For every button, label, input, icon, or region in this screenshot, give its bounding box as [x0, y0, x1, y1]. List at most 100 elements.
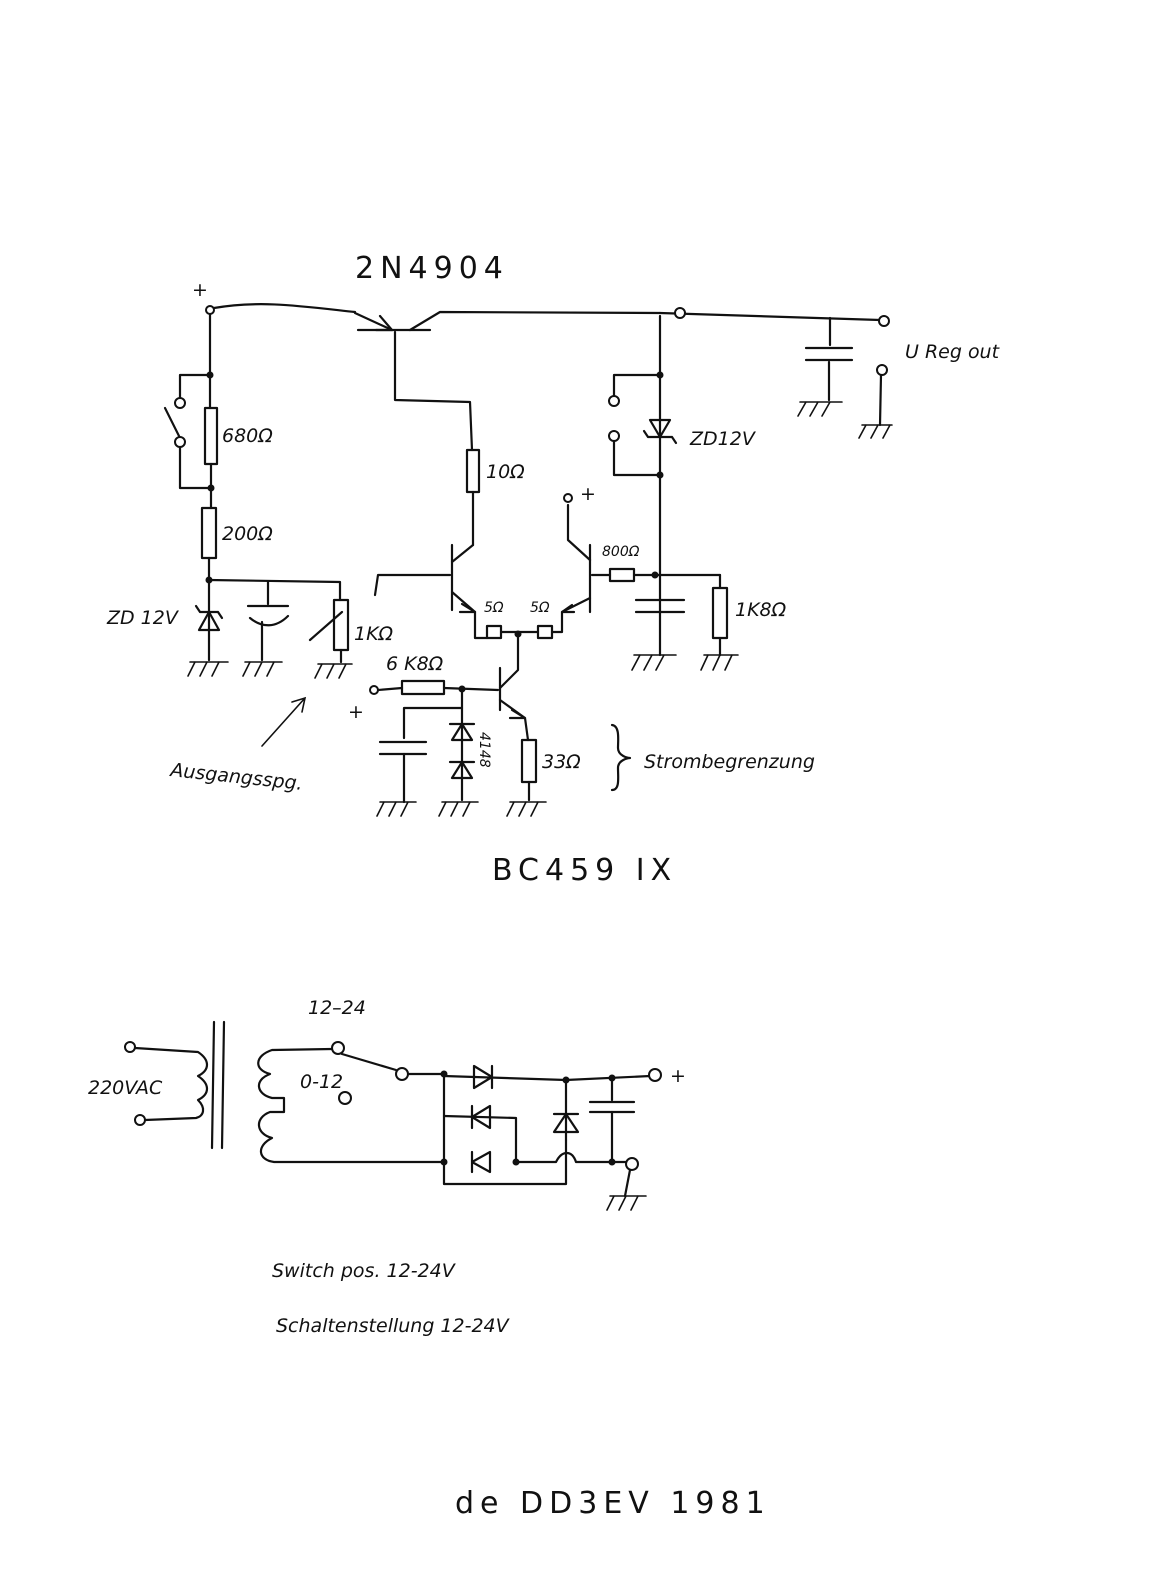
transformer-primary [133, 1046, 209, 1122]
resistor-6k8 [400, 679, 446, 696]
resistor-680-label: 680Ω [222, 425, 273, 447]
resistor-800 [608, 567, 636, 583]
note-switch-setting: Schaltenstellung 12-24V [276, 1315, 511, 1337]
ground-9 [438, 801, 479, 817]
resistor-1k8 [711, 586, 729, 640]
capacitor-left [246, 604, 290, 627]
aux-plus-label: + [580, 483, 596, 505]
resistor-33-label: 33Ω [542, 751, 581, 773]
ground-7 [858, 424, 893, 439]
transistor-type-label: BC459 IX [492, 853, 677, 888]
bridge-diode-2 [470, 1104, 492, 1130]
tap-12-24 [331, 1041, 345, 1055]
ground-4 [631, 654, 677, 671]
author-signature: de DD3EV 1981 [455, 1486, 771, 1521]
current-limit-label: Strombegrenzung [644, 751, 815, 773]
limiter-brace [610, 723, 632, 792]
pass-transistor-arrow [374, 314, 394, 332]
input-plus-label: + [192, 279, 208, 301]
bridge-diode-3 [470, 1150, 492, 1174]
dc-ground-terminal [625, 1157, 639, 1171]
aux-plus-terminal [563, 493, 573, 503]
resistor-200 [200, 506, 218, 560]
ground-6 [797, 401, 843, 417]
note-switch-position: Switch pos. 12-24V [272, 1260, 457, 1282]
switch-contact-top [174, 397, 186, 409]
potentiometer-wiper [308, 610, 344, 642]
diode-4148-a [448, 722, 476, 742]
selector-switch-contact [395, 1067, 409, 1081]
resistor-1k8-label: 1K8Ω [735, 599, 787, 621]
ground-8 [376, 801, 417, 817]
ground-10 [506, 801, 547, 817]
base-wire [393, 330, 474, 452]
resistor-5-left-label: 5Ω [484, 600, 504, 616]
resistor-5-right [536, 624, 554, 640]
bridge-diode-4 [552, 1112, 580, 1134]
resistor-10 [465, 448, 481, 494]
output-ground-terminal [876, 364, 888, 376]
limiter-plus-terminal [369, 685, 379, 695]
resistor-10-label: 10Ω [486, 461, 525, 483]
transformer-core [210, 1020, 226, 1150]
diff-right-collector [566, 503, 592, 562]
limiter-capacitor [378, 740, 428, 756]
jumper-bottom [608, 430, 620, 442]
ground-5 [700, 654, 739, 671]
selector-switch-blade [340, 1052, 398, 1072]
tap-0-12 [338, 1091, 352, 1105]
zener-left [194, 604, 224, 632]
diode-4148-label: 4148 [476, 732, 492, 768]
zener-right [642, 418, 678, 445]
pass-transistor-collector [408, 310, 662, 332]
zener-left-label: ZD 12V [106, 607, 180, 629]
resistor-33 [520, 738, 538, 784]
ground-3 [314, 663, 353, 679]
output-voltage-label: Ausgangsspg. [167, 759, 303, 795]
rail-node-terminal [674, 307, 686, 319]
diff-left-ce [450, 543, 477, 614]
resistor-5-right-label: 5Ω [530, 600, 550, 616]
resistor-6k8-label: 6 K8Ω [386, 653, 444, 675]
resistor-5-left [485, 624, 503, 640]
output-label: U Reg out [905, 341, 1001, 363]
output-capacitor [804, 346, 854, 362]
capacitor-right [634, 598, 686, 614]
switch-bypass-top [178, 373, 212, 400]
potentiometer-1k-label: 1KΩ [354, 623, 394, 645]
range-12-24-label: 12–24 [308, 997, 366, 1019]
mains-terminal-bottom [134, 1114, 146, 1126]
transformer-secondary [257, 1047, 446, 1164]
annotation-arrow [261, 696, 307, 747]
rail-to-transistor [212, 303, 357, 314]
mains-terminal-top [124, 1041, 136, 1053]
ground-2 [242, 661, 283, 677]
range-0-12-label: 0-12 [300, 1071, 343, 1093]
dc-plus-label: + [670, 1065, 686, 1087]
output-terminal [878, 315, 890, 327]
jumper-top [608, 395, 620, 407]
resistor-200-label: 200Ω [222, 523, 273, 545]
filter-capacitor [588, 1100, 636, 1114]
ground-1 [187, 661, 229, 677]
ground-11 [606, 1195, 647, 1211]
pass-transistor-emitter [353, 311, 394, 332]
switch-blade [163, 406, 182, 440]
resistor-800-label: 800Ω [602, 544, 640, 560]
switch-bypass-bottom [178, 445, 212, 490]
diode-4148-b [448, 760, 476, 780]
switch-contact-bottom [174, 436, 186, 448]
bridge-diode-1 [472, 1064, 494, 1090]
output-rail [658, 311, 882, 322]
limiter-plus-label: + [348, 701, 364, 723]
resistor-680 [203, 406, 219, 466]
input-terminal [205, 305, 215, 315]
mains-label: 220VAC [88, 1077, 163, 1099]
diff-left-base-wire [373, 573, 452, 597]
transistor-2n4904-label: 2N4904 [355, 251, 509, 286]
dc-plus-terminal [648, 1068, 662, 1082]
reference-bus [207, 578, 342, 602]
zener-right-label: ZD12V [689, 428, 757, 450]
